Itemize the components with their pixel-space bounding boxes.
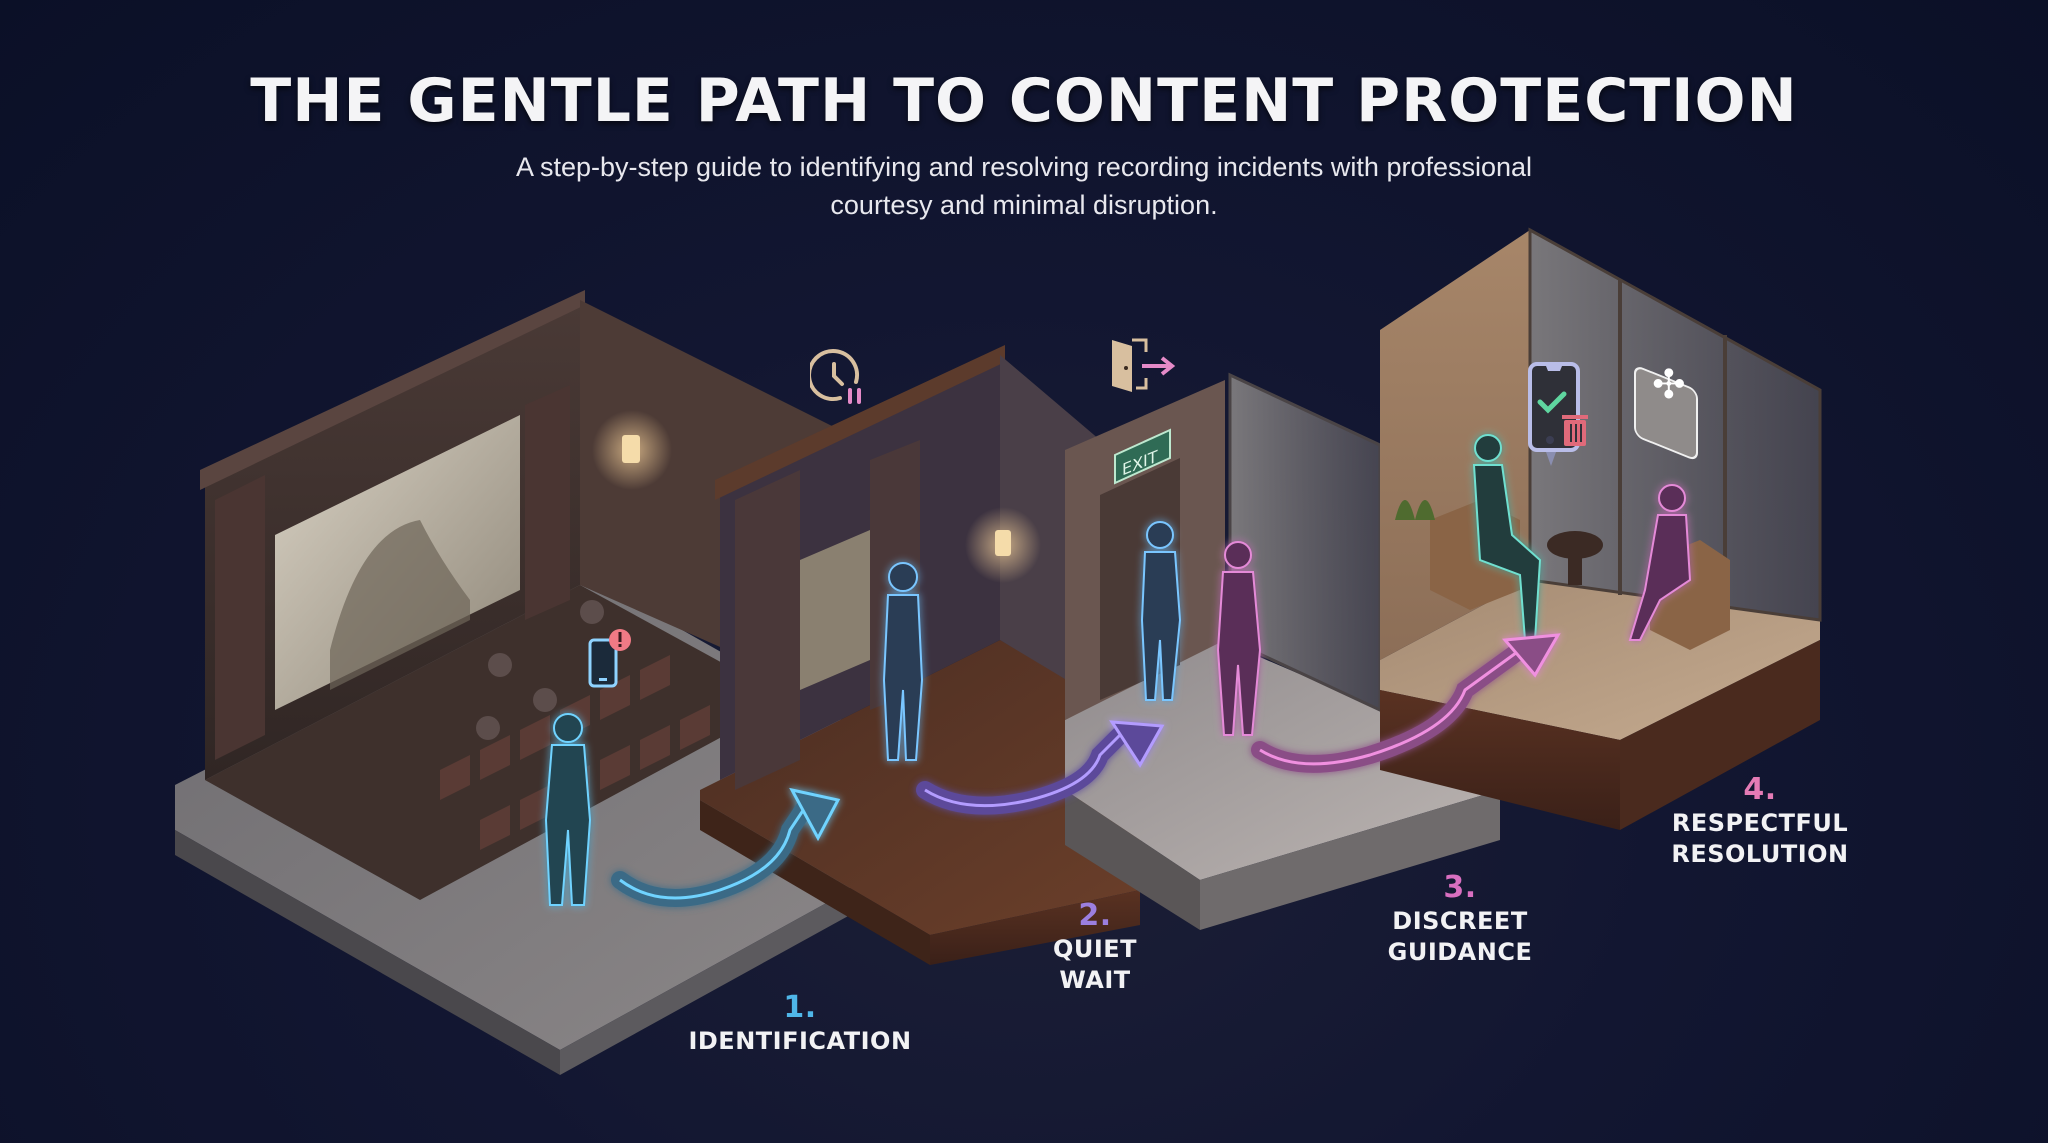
- step-2-title-line-2: WAIT: [1059, 966, 1131, 994]
- svg-text:✣: ✣: [1652, 362, 1686, 408]
- page-title: THE GENTLE PATH TO CONTENT PROTECTION: [250, 66, 1798, 136]
- guest-figure-3: [1216, 541, 1262, 736]
- step-1-title: IDENTIFICATION: [688, 1027, 912, 1055]
- path-arrow-3: [1251, 633, 1561, 773]
- clock-pause-icon: [807, 346, 870, 408]
- staff-figure-2: [882, 562, 924, 761]
- step-3-title-line-2: GUIDANCE: [1387, 938, 1533, 966]
- step-4-label: 4. RESPECTFUL RESOLUTION: [1660, 772, 1860, 870]
- door-exit-icon: [1108, 336, 1180, 394]
- path-arrow-2: [916, 720, 1165, 815]
- step-4-title-line-2: RESOLUTION: [1671, 840, 1849, 868]
- subtitle-line-2: courtesy and minimal disruption.: [830, 190, 1218, 220]
- step-1-label: 1. IDENTIFICATION: [670, 990, 930, 1057]
- step-2-number: 2.: [1078, 898, 1112, 933]
- staff-figure-3: [1140, 521, 1182, 701]
- step-2-title-line-1: QUIET: [1052, 935, 1138, 963]
- step-4-number: 4.: [1743, 772, 1777, 807]
- room-cinema: [175, 290, 850, 1075]
- step-3-number: 3.: [1443, 870, 1477, 905]
- page-subtitle: A step-by-step guide to identifying and …: [424, 148, 1624, 224]
- step-1-number: 1.: [783, 990, 817, 1025]
- step-4-title-line-1: RESPECTFUL: [1671, 809, 1849, 837]
- path-arrow-1: [611, 787, 841, 907]
- guest-figure-4: [1628, 484, 1692, 641]
- step-3-title-line-1: DISCREET: [1392, 907, 1528, 935]
- subtitle-line-1: A step-by-step guide to identifying and …: [515, 152, 1533, 182]
- phone-check-delete-icon: [1528, 362, 1592, 472]
- staff-figure-1: [544, 713, 592, 906]
- phone-alert-icon: [588, 628, 632, 690]
- brand-logo-sign: ✣: [1634, 362, 1698, 460]
- room-lounge: ✣: [1380, 227, 1822, 830]
- step-2-label: 2. QUIET WAIT: [1030, 898, 1160, 996]
- step-3-label: 3. DISCREET GUIDANCE: [1380, 870, 1540, 968]
- exit-sign: EXIT: [1114, 428, 1171, 485]
